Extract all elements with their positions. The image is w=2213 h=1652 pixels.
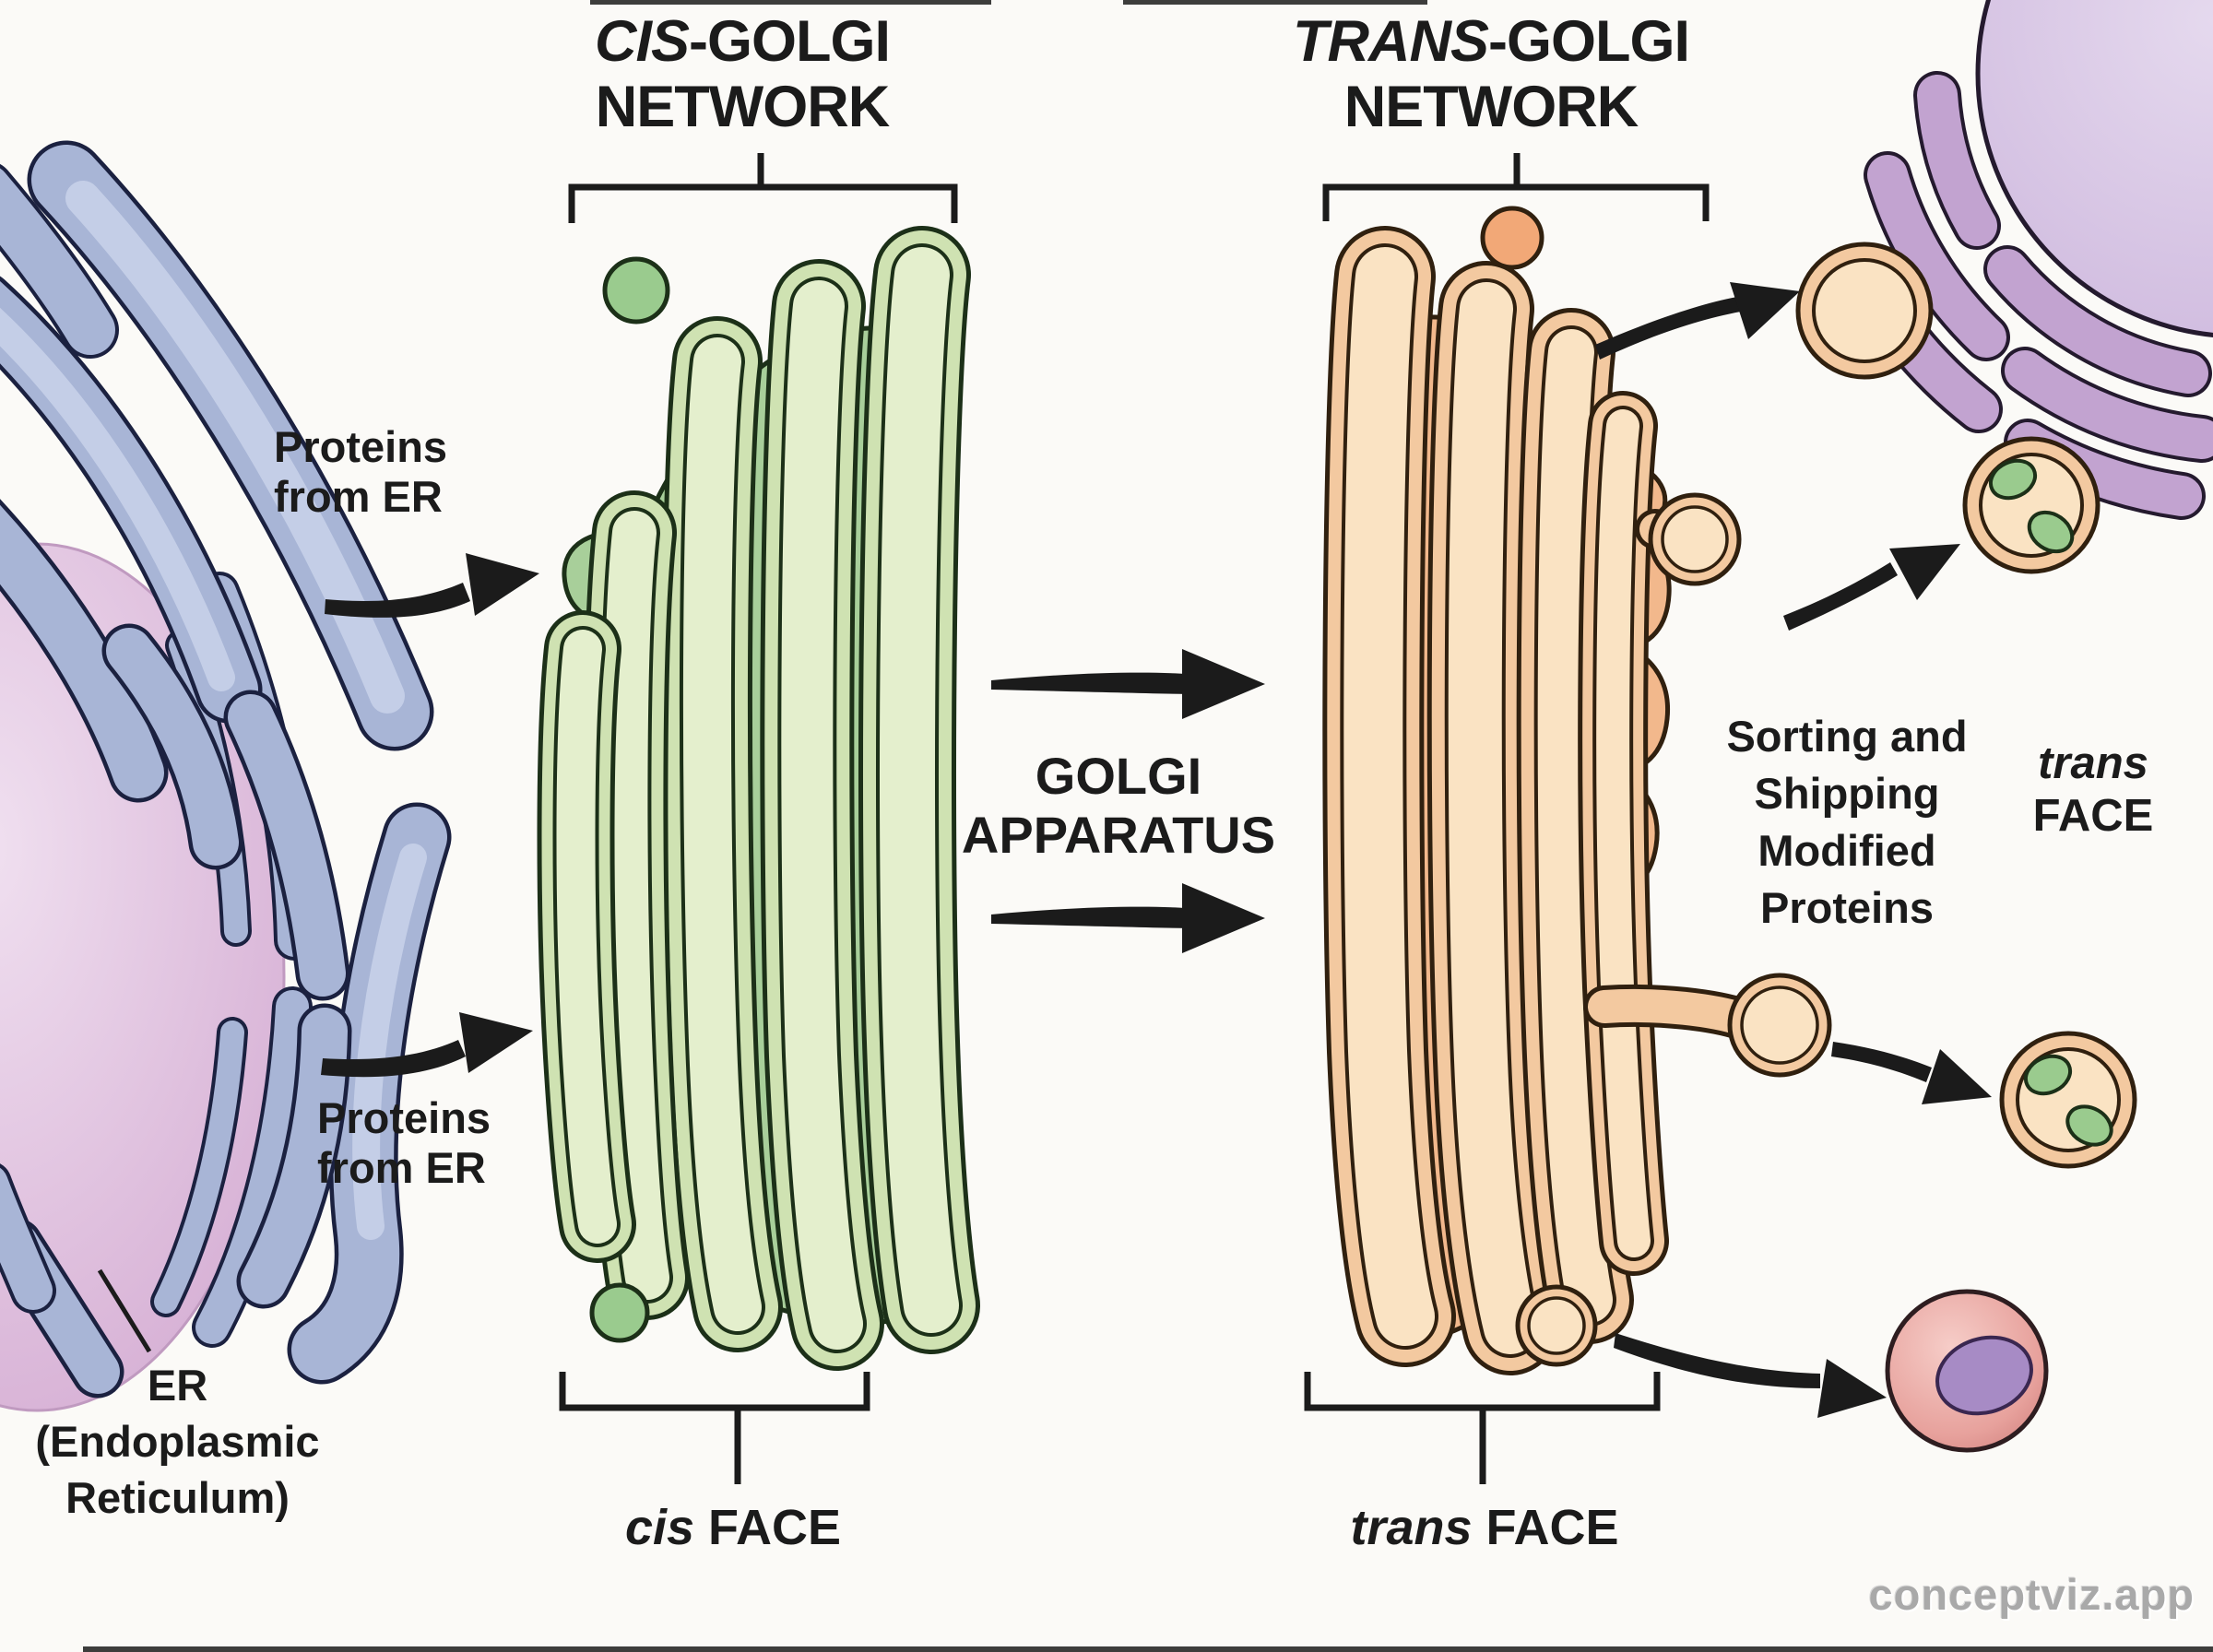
cis-vesicle-bottom (589, 1282, 650, 1343)
sorting-shipping-label: Sorting and Shipping Modified Proteins (1726, 712, 1968, 933)
trans-golgi-network-title: TRANS-GOLGI NETWORK (1293, 9, 1690, 139)
trans-italic: TRANS (1293, 9, 1489, 74)
cis-face-label: cis FACE (624, 1500, 842, 1555)
golgi-apparatus-title: GOLGI APPARATUS (961, 747, 1276, 865)
edge-artifacts (83, 0, 2213, 1652)
transport-vesicle-plain (1795, 242, 1934, 380)
trans-vesicle-bottom (1515, 1284, 1598, 1367)
arrow-to-lysosome (1614, 1333, 1887, 1418)
target-membrane-structure (1848, 0, 2213, 520)
cis-face-bracket (559, 1372, 870, 1484)
arrow-to-cargo-vesicle-upper (1783, 544, 1960, 631)
watermark: conceptviz.app (1868, 1570, 2195, 1619)
brackets (97, 153, 1710, 1484)
er-pointer-line (97, 1268, 152, 1353)
trans-cisternae (1373, 277, 1634, 1328)
trans-face-label: trans FACE (1350, 1500, 1619, 1555)
arrow-proteins-bottom (321, 1012, 533, 1078)
cis-network-bracket (568, 153, 958, 223)
trans-network-bracket (1322, 153, 1710, 221)
budding-vesicle-upper (1635, 492, 1742, 586)
cis-golgi-network-title: CIS-GOLGI NETWORK (594, 9, 891, 139)
arrow-golgi-lower (991, 883, 1265, 953)
budding-vesicle-lower (1583, 973, 1832, 1078)
arrow-proteins-top (325, 553, 539, 618)
trans-golgi-stack (1373, 206, 1832, 1367)
vesicle-with-cargo-upper (1962, 436, 2101, 574)
trans-face-side-label: trans FACE (2032, 738, 2154, 841)
flow-arrows (321, 282, 1992, 1418)
proteins-from-er-label-top: Proteins from ER (274, 422, 448, 522)
cis-italic: CIS (594, 9, 690, 74)
arrow-to-plain-vesicle (1595, 282, 1800, 360)
endoplasmic-reticulum (0, 140, 452, 1412)
trans-vesicle-top (1480, 206, 1544, 270)
lysosome-cell (1885, 1289, 2049, 1453)
cis-golgi-stack (562, 259, 935, 1340)
shipped-vesicles (1795, 242, 2137, 1453)
target-cell-body (1975, 0, 2213, 337)
vesicle-with-cargo-lower (1999, 1031, 2137, 1169)
cis-vesicle-top (602, 256, 670, 324)
trans-face-bracket (1304, 1372, 1661, 1484)
proteins-from-er-label-bottom: Proteins from ER (317, 1093, 491, 1193)
arrow-golgi-upper (991, 649, 1265, 719)
arrow-to-cargo-vesicle-lower (1831, 1042, 1992, 1104)
er-label: ER (Endoplasmic Reticulum) (35, 1361, 320, 1523)
